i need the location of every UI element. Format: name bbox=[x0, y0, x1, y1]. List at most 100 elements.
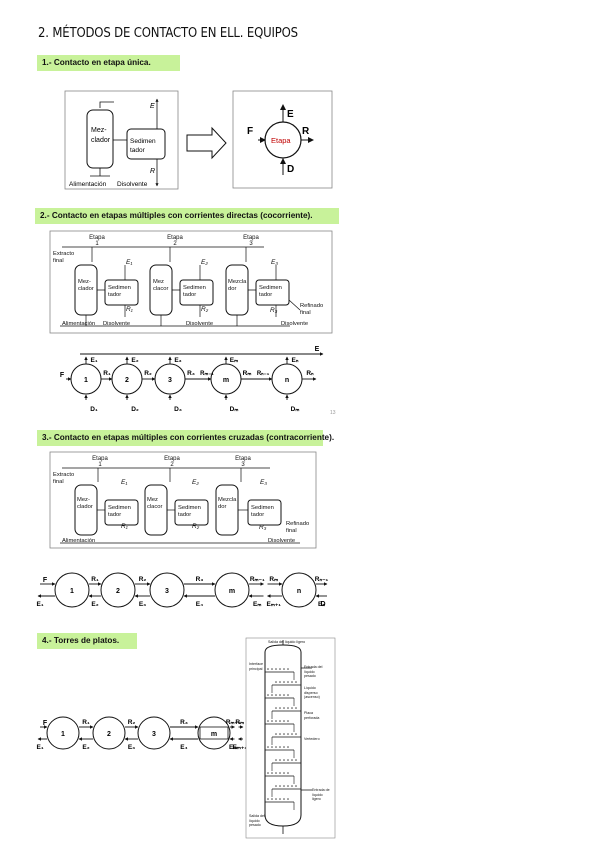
block-d-label: D bbox=[287, 164, 294, 175]
tower-droplet bbox=[279, 798, 281, 800]
tower-droplet bbox=[295, 681, 297, 683]
co-flow-node-label-3: 3 bbox=[168, 377, 172, 384]
tower-droplet bbox=[287, 733, 289, 735]
cc-flow-r-label-3: Rₘ₋₁ bbox=[250, 576, 265, 583]
tw-flow-r-label-1: R₂ bbox=[128, 719, 136, 726]
stage-block-diagram bbox=[232, 90, 333, 189]
settler-label-line1: Sedimen bbox=[130, 138, 156, 145]
tower-droplet bbox=[287, 759, 289, 761]
tw-flow-node-label-1: 1 bbox=[61, 731, 65, 738]
cc-flow-node-label-1: 1 bbox=[70, 588, 74, 595]
tower-droplet bbox=[267, 798, 269, 800]
tower-droplet bbox=[287, 707, 289, 709]
section-heading-countercurrent: 3.- Contacto en etapas múltiples con cor… bbox=[37, 430, 334, 446]
single-e-label: E bbox=[150, 103, 155, 110]
tower-droplet bbox=[275, 720, 277, 722]
cc-flow-e-label-0: E₁ bbox=[36, 601, 43, 608]
co-flow-d-label-3: D₃ bbox=[174, 406, 182, 413]
tower-droplet bbox=[287, 694, 289, 696]
co-flow-d-label-n: Dₘ bbox=[291, 406, 301, 413]
tw-flow-f-label: F bbox=[43, 720, 48, 727]
tower-droplet bbox=[279, 759, 281, 761]
cc-flow-node-label-m: m bbox=[229, 588, 235, 595]
block-r-label: R bbox=[302, 126, 310, 137]
tower-droplet bbox=[275, 785, 277, 787]
section-heading-tray-towers: 4.- Torres de platos. bbox=[37, 633, 137, 649]
tower-droplet bbox=[275, 759, 277, 761]
tower-droplet bbox=[291, 681, 293, 683]
co-flow-f-label: F bbox=[60, 372, 65, 379]
cc-flow-f-label: F bbox=[43, 577, 48, 584]
co-flow-e-label-1: E₁ bbox=[90, 357, 97, 364]
tower-droplet bbox=[283, 772, 285, 774]
cc-flow-node-1 bbox=[54, 572, 90, 608]
tower-droplet bbox=[275, 694, 277, 696]
cc-flow-r-label-5: Rₙ₋₁ bbox=[315, 576, 329, 583]
tower-droplet bbox=[275, 733, 277, 735]
tw-flow-m-box bbox=[199, 726, 229, 740]
tw-flow-e-label-2: E₃ bbox=[128, 744, 135, 751]
co-flow-e-label-2: E₂ bbox=[131, 357, 138, 364]
page-title: 2. MÉTODOS DE CONTACTO EN ELL. EQUIPOS bbox=[38, 25, 298, 41]
co-flow-e-total-label: E bbox=[315, 346, 320, 353]
tw-flow-e-label-4: Eₘ bbox=[229, 744, 238, 751]
cc-flow-d-label: D bbox=[320, 601, 325, 608]
tower-droplet bbox=[287, 720, 289, 722]
cocurrent-flow-diagram: FE1E₁D₁R₁2E₂D₂R₂3E₃D₃R₃mEₘDₘRₘnEₙDₘRₙRₘ₋… bbox=[60, 346, 324, 413]
tower-droplet bbox=[279, 772, 281, 774]
big-arrow-icon bbox=[186, 126, 227, 160]
co-flow-d-label-1: D₁ bbox=[90, 406, 98, 413]
tower-droplet bbox=[283, 785, 285, 787]
tower-droplet bbox=[267, 746, 269, 748]
tw-flow-node-label-m: m bbox=[211, 731, 217, 738]
tw-flow-node-2 bbox=[92, 716, 126, 750]
tower-droplet bbox=[295, 785, 297, 787]
cc-flow-node-label-2: 2 bbox=[116, 588, 120, 595]
tower-droplet bbox=[267, 668, 269, 670]
tower-droplet bbox=[291, 759, 293, 761]
cc-flow-r-label-4: Rₘ bbox=[269, 576, 279, 583]
tower-droplet bbox=[267, 694, 269, 696]
tower-droplet bbox=[287, 668, 289, 670]
tower-droplet bbox=[279, 785, 281, 787]
tw-flow-node-3 bbox=[137, 716, 171, 750]
tower-droplet bbox=[287, 681, 289, 683]
co-flow-node-label-1: 1 bbox=[84, 377, 88, 384]
tower-droplet bbox=[279, 681, 281, 683]
co-flow-node-label-m: m bbox=[223, 377, 229, 384]
cc-flow-node-label-n: n bbox=[297, 588, 301, 595]
tower-droplet bbox=[287, 746, 289, 748]
tower-droplet bbox=[287, 798, 289, 800]
tower-droplet bbox=[295, 707, 297, 709]
co-flow-r-label-2: R₂ bbox=[144, 370, 152, 377]
co-flow-node-label-2: 2 bbox=[125, 377, 129, 384]
tw-flow-r-label-2: R₃ bbox=[180, 719, 188, 726]
tw-flow-node-label-3: 3 bbox=[152, 731, 156, 738]
tower-droplet bbox=[279, 694, 281, 696]
tower-droplet bbox=[283, 759, 285, 761]
co-flow-r-label-final: Rₙ bbox=[306, 370, 314, 377]
co-flow-d-label-2: D₂ bbox=[131, 406, 139, 413]
tower-droplet bbox=[271, 772, 273, 774]
tower-droplet bbox=[283, 798, 285, 800]
cc-flow-node-n bbox=[281, 572, 317, 608]
co-flow-r-label-3: R₃ bbox=[187, 370, 195, 377]
tower-droplet bbox=[279, 746, 281, 748]
tower-droplet bbox=[271, 668, 273, 670]
co-flow-e-label-m: Eₘ bbox=[230, 357, 239, 364]
cc-flow-node-label-3: 3 bbox=[165, 588, 169, 595]
co-flow-e-label-n: Eₙ bbox=[292, 357, 299, 364]
tower-droplet bbox=[271, 746, 273, 748]
tw-flow-e-label-3: E₄ bbox=[180, 744, 187, 751]
tower-droplet bbox=[283, 733, 285, 735]
tower-droplet bbox=[275, 668, 277, 670]
cc-flow-node-m bbox=[214, 572, 250, 608]
single-r-label: R bbox=[150, 168, 155, 175]
cc-flow-node-3 bbox=[149, 572, 185, 608]
tower-droplet bbox=[295, 733, 297, 735]
cc-flow-e-label-1: E₂ bbox=[91, 601, 98, 608]
tw-flow-e-label-5: Eₘ₊₁ bbox=[232, 744, 247, 751]
settler-label-line2: tador bbox=[130, 147, 146, 154]
